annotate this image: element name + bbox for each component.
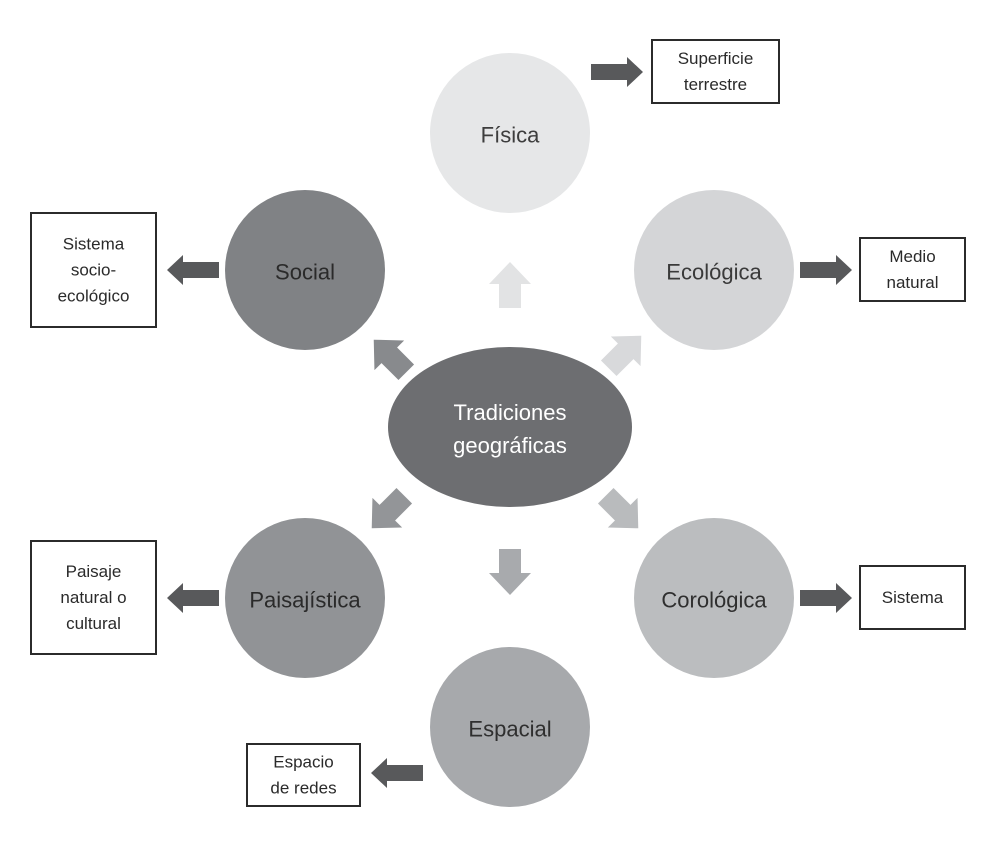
center-label: geográficas — [453, 433, 567, 458]
box-label-paisajistica: Paisaje — [66, 562, 122, 581]
node-fisica: Física Superficie terrestre — [430, 39, 780, 308]
box-frame-espacial — [246, 743, 361, 807]
circle-fisica — [430, 53, 590, 213]
node-corologica: Corológica Sistema — [597, 487, 966, 678]
node-label-fisica: Física — [481, 123, 540, 148]
connector-arrow-social — [167, 255, 219, 285]
box-label-espacial: de redes — [270, 779, 336, 798]
node-label-paisajistica: Paisajística — [249, 588, 361, 613]
circle-espacial — [430, 647, 590, 807]
node-label-corologica: Corológica — [661, 588, 767, 613]
box-frame-paisajistica — [30, 540, 157, 655]
box-label-social: ecológico — [58, 287, 130, 306]
node-paisajistica: Paisajística Paisaje natural o cultural — [30, 487, 413, 678]
box-label-social: socio- — [71, 261, 116, 280]
radial-arrow-corologica — [597, 487, 639, 529]
radial-arrow-paisajistica — [371, 487, 413, 529]
box-frame-social — [30, 212, 157, 328]
node-label-ecologica: Ecológica — [666, 260, 762, 285]
box-frame-ecologica — [859, 237, 966, 302]
box-social: Sistema socio-ecológico — [30, 212, 157, 328]
box-label-corologica: Sistema — [882, 588, 944, 607]
box-label-paisajistica: natural o — [60, 588, 126, 607]
center-node: Tradiciones geográficas — [388, 347, 632, 507]
box-label-ecologica: Medio — [889, 247, 935, 266]
box-corologica: Sistema — [859, 565, 966, 630]
box-frame-fisica — [651, 39, 780, 104]
box-label-fisica: Superficie — [678, 49, 754, 68]
box-label-ecologica: natural — [887, 273, 939, 292]
circle-social — [225, 190, 385, 350]
box-label-fisica: terrestre — [684, 75, 747, 94]
center-ellipse — [388, 347, 632, 507]
center-label: Tradiciones — [454, 400, 567, 425]
box-ecologica: Medio natural — [859, 237, 966, 302]
node-social: Social Sistema socio-ecológico — [30, 190, 415, 381]
circle-paisajistica — [225, 518, 385, 678]
connector-arrow-corologica — [800, 583, 852, 613]
box-fisica: Superficie terrestre — [651, 39, 780, 104]
box-paisajistica: Paisaje natural o cultural — [30, 540, 157, 655]
node-label-espacial: Espacial — [468, 717, 551, 742]
box-label-espacial: Espacio — [273, 753, 333, 772]
box-frame-corologica — [859, 565, 966, 630]
node-ecologica: Ecológica Medio natural — [600, 190, 966, 377]
radial-arrow-fisica — [489, 262, 531, 308]
connector-arrow-fisica — [591, 57, 643, 87]
box-label-paisajistica: cultural — [66, 614, 121, 633]
radial-arrow-espacial — [489, 549, 531, 595]
box-label-social: Sistema — [63, 235, 125, 254]
connector-arrow-ecologica — [800, 255, 852, 285]
connector-arrow-paisajistica — [167, 583, 219, 613]
circle-corologica — [634, 518, 794, 678]
node-label-social: Social — [275, 260, 335, 285]
box-espacial: Espacio de redes — [246, 743, 361, 807]
radial-arrow-social — [373, 339, 415, 381]
circle-ecologica — [634, 190, 794, 350]
connector-arrow-espacial — [371, 758, 423, 788]
radial-arrow-ecologica — [600, 335, 642, 377]
